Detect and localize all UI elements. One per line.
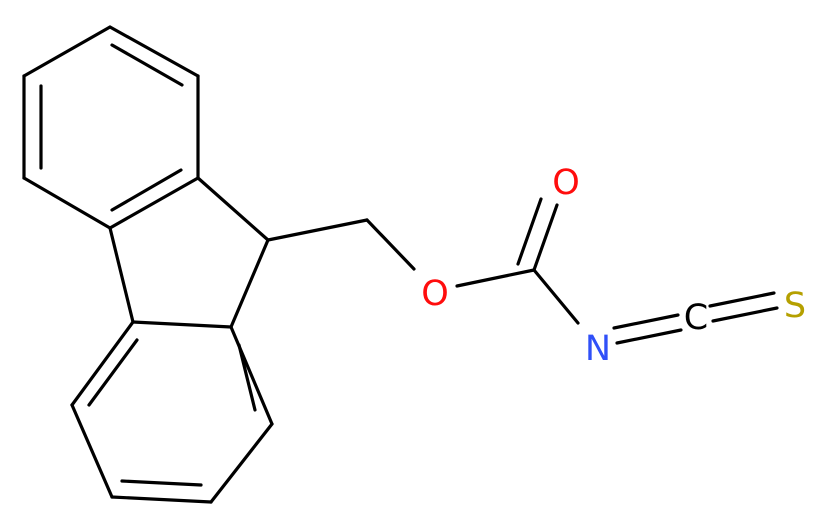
thione-bond [711, 306, 779, 323]
aromatic-inner-bond [87, 338, 139, 407]
upper-benzene-ring [22, 25, 200, 230]
bond [22, 25, 112, 78]
bond [110, 495, 213, 504]
aromatic-inner-bond [110, 168, 183, 212]
oxygen-carbonyl-label: O [552, 163, 580, 203]
bond [229, 238, 270, 329]
carbon-label: C [684, 298, 708, 338]
bond [108, 176, 200, 230]
nitrogen-label: N [585, 329, 611, 369]
carbonyl-bond [532, 203, 559, 272]
imine-bond [615, 328, 683, 345]
oxygen-ether-label: O [421, 274, 449, 314]
sulfur-label: S [784, 286, 806, 326]
bond [266, 218, 369, 242]
side-chain [266, 197, 779, 345]
imine-bond [612, 313, 680, 330]
bond [70, 320, 135, 407]
bond [196, 176, 270, 242]
atom-labels: O O N C S [421, 163, 806, 369]
bond [108, 25, 200, 78]
bond [365, 218, 416, 271]
bond [532, 268, 580, 325]
aromatic-inner-bond [110, 43, 184, 87]
carbonyl-bond [516, 197, 543, 266]
bond [455, 268, 536, 288]
lower-benzene-ring [70, 320, 274, 504]
bond [131, 320, 233, 329]
bond [209, 422, 274, 504]
aromatic-inner-bond [120, 479, 203, 487]
aromatic-inner-bond [237, 343, 257, 412]
thione-bond [708, 291, 776, 308]
bond [22, 176, 112, 230]
five-membered-ring [108, 176, 270, 329]
bond [108, 226, 135, 324]
bond [229, 325, 274, 426]
bond [70, 403, 114, 499]
